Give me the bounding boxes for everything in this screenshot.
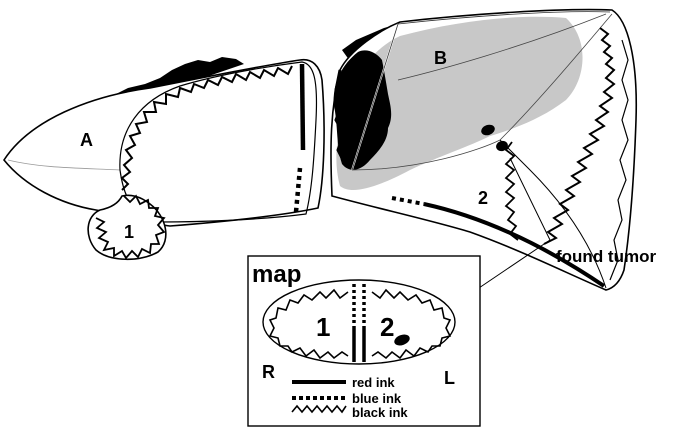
- specimen-b-shaded-region: [336, 16, 583, 191]
- specimen-b-facet-line-3: [397, 13, 607, 81]
- legend-black-ink-label: black ink: [352, 405, 408, 420]
- piece-1-label: 1: [124, 222, 134, 242]
- map-title: map: [252, 261, 301, 288]
- legend-red-ink-label: red ink: [352, 375, 395, 390]
- specimen-a-label: A: [80, 130, 93, 150]
- legend-blue-ink-label: blue ink: [352, 391, 402, 406]
- map-tumor-mark: [394, 334, 410, 346]
- specimen-b-red-ink: [423, 202, 606, 288]
- map-label-right: R: [262, 362, 275, 382]
- specimen-b-tissue-left: [333, 50, 392, 170]
- specimen-b-facet-line-1-dark: [351, 23, 399, 171]
- map-region-2: 2: [380, 312, 394, 342]
- specimen-b-right-zigzag-2: [609, 39, 629, 281]
- specimen-b-blue-ink: [391, 196, 425, 206]
- map-outline: [262, 279, 456, 365]
- piece-1-black-ink: [95, 194, 166, 260]
- specimen-a-inner-line: [7, 159, 121, 171]
- specimen-b-facet-line-2: [397, 11, 611, 25]
- specimen-a-outline: [3, 58, 325, 227]
- map-black-ink-right: [371, 288, 452, 360]
- tumor-mark-2: [496, 140, 508, 152]
- specimen-a-tissue-top: [112, 57, 244, 96]
- piece-2-label: 2: [478, 188, 488, 208]
- piece-2-black-ink: [504, 141, 519, 241]
- specimen-a-black-ink: [120, 65, 293, 191]
- specimen-b-label: B: [434, 48, 447, 68]
- map-label-left: L: [444, 368, 455, 388]
- specimen-b-black-ink: [543, 27, 616, 245]
- found-tumor-label: found tumor: [556, 247, 656, 266]
- map-box: map 1 2 R L red ink blue ink black ink: [247, 255, 481, 427]
- map-legend: red ink blue ink black ink: [291, 375, 408, 420]
- tumor-mark-1: [481, 124, 495, 136]
- specimen-b: B 2: [330, 8, 638, 291]
- specimen-b-tissue-left-edge: [334, 69, 348, 167]
- map-black-ink-left: [268, 288, 349, 360]
- specimen-a-inner-lobe: [119, 61, 318, 223]
- specimen-a-red-ink: [299, 63, 306, 151]
- map-region-1: 1: [316, 312, 330, 342]
- specimen-a: A 1: [3, 57, 325, 261]
- piece-2-boundary: [499, 139, 607, 289]
- legend-black-ink-swatch: [291, 404, 347, 414]
